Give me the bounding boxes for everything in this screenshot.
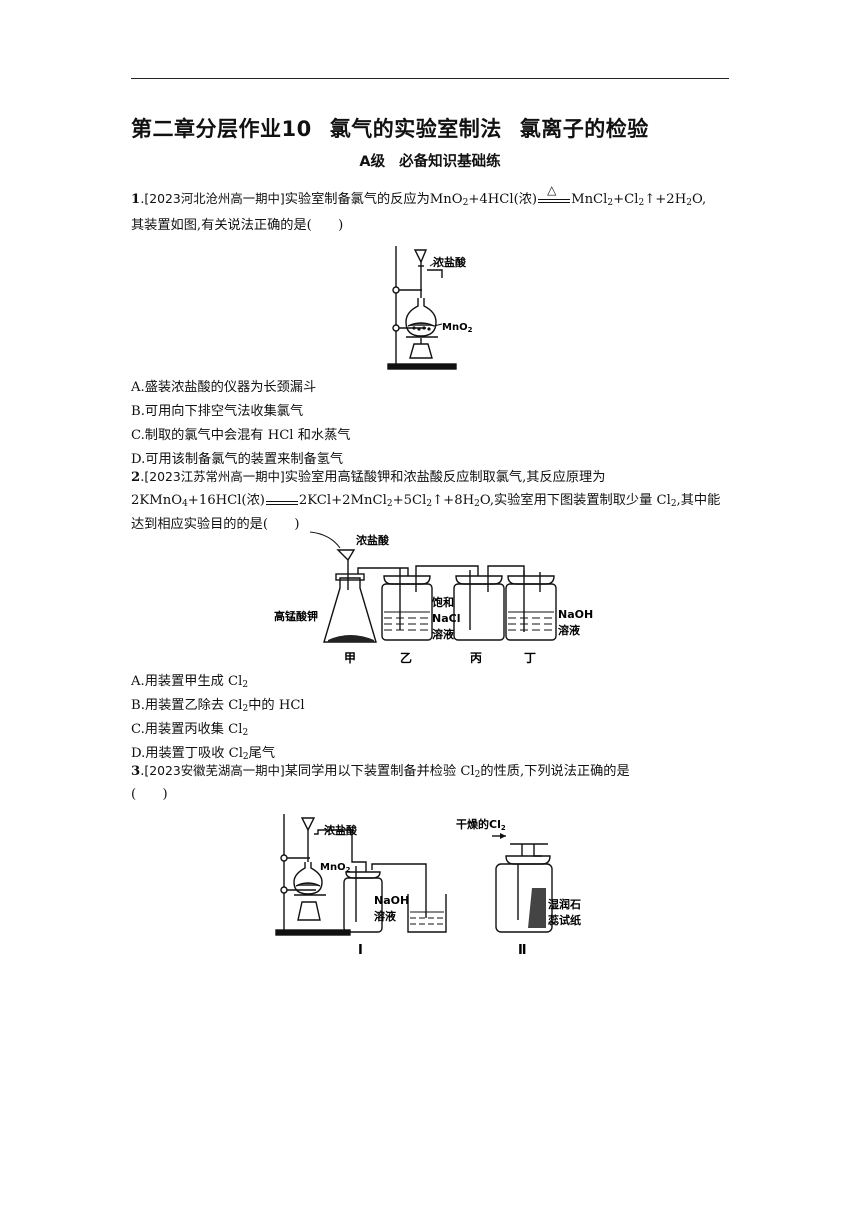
header-rule [131, 78, 729, 79]
q2-label-acid: 浓盐酸 [356, 533, 390, 547]
q2-stem-line3: 达到相应实验目的的是( ) [131, 517, 300, 532]
q3-label-naoh-1: NaOH [374, 894, 409, 907]
q3-label-litmus-2: 蕊试纸 [548, 913, 581, 927]
q2-label-yi: 乙 [400, 651, 412, 665]
q2-label-nacl-1: 饱和 [432, 595, 454, 609]
q3-label-dry-cl2: 干燥的Cl2 [456, 817, 506, 832]
q1-stem-line2: 其装置如图,有关说法正确的是( ) [131, 218, 344, 233]
q1-label-acid: 浓盐酸 [433, 255, 467, 269]
q3-label-litmus-1: 湿润石 [548, 897, 581, 911]
q2-stem-line1: 2.[2023江苏常州高一期中]实验室用高锰酸钾和浓盐酸反应制取氯气,其反应原理… [131, 469, 606, 485]
q2-option-d[interactable]: D.用装置丁吸收 Cl2尾气 [131, 746, 276, 762]
q3-stem-line1: 3.[2023安徽芜湖高一期中]某同学用以下装置制备并检验 Cl2的性质,下列说… [131, 763, 630, 780]
q1-option-b[interactable]: B.可用向下排空气法收集氯气 [131, 404, 304, 419]
heat-equals-sign: △ [537, 183, 571, 208]
q2-option-a[interactable]: A.用装置甲生成 Cl2 [131, 674, 249, 690]
equals-sign [265, 492, 299, 510]
q3-label-apparatus-2: Ⅱ [518, 943, 527, 958]
q3-apparatus-figure: 浓盐酸 MnO2 NaOH 溶液 干燥的Cl2 湿润石 蕊试纸 Ⅰ Ⅱ [275, 814, 581, 958]
q2-option-c[interactable]: C.用装置丙收集 Cl2 [131, 722, 249, 738]
q2-apparatus-figure: 浓盐酸 高锰酸钾 饱和 NaCl 溶液 NaOH 溶液 甲 乙 丙 丁 [274, 531, 593, 665]
q2-label-naoh-2: 溶液 [558, 623, 581, 637]
q2-label-kmno4: 高锰酸钾 [274, 609, 318, 623]
q1-apparatus-figure: 浓盐酸 MnO2 [387, 246, 473, 370]
level-heading: A级必备知识基础练 [359, 154, 501, 170]
q3-label-mno2: MnO2 [320, 862, 351, 874]
q1-label-mno2: MnO2 [442, 322, 473, 334]
q2-option-b[interactable]: B.用装置乙除去 Cl2中的 HCl [131, 698, 305, 714]
q3-label-naoh-2: 溶液 [374, 909, 397, 923]
q2-label-ding: 丁 [524, 651, 536, 665]
q1-option-a[interactable]: A.盛装浓盐酸的仪器为长颈漏斗 [131, 380, 317, 395]
q2-label-nacl-3: 溶液 [432, 627, 455, 641]
q3-stem-line2: ( ) [131, 787, 168, 802]
q2-label-nacl-2: NaCl [432, 612, 460, 625]
q2-label-naoh-1: NaOH [558, 608, 593, 621]
q1-stem-line1: 1.[2023河北沧州高一期中]实验室制备氯气的反应为MnO2+4HCl(浓)△… [131, 183, 707, 208]
q1-option-c[interactable]: C.制取的氯气中会混有 HCl 和水蒸气 [131, 428, 351, 443]
q2-label-jia: 甲 [344, 651, 356, 665]
q3-label-apparatus-1: Ⅰ [358, 943, 363, 958]
q1-option-d[interactable]: D.可用该制备氯气的装置来制备氢气 [131, 452, 344, 467]
q2-label-bing: 丙 [470, 651, 482, 665]
q3-label-acid: 浓盐酸 [324, 823, 358, 837]
q2-stem-line2: 2KMnO4+16HCl(浓)2KCl+2MnCl2+5Cl2↑+8H2O,实验… [131, 492, 721, 510]
